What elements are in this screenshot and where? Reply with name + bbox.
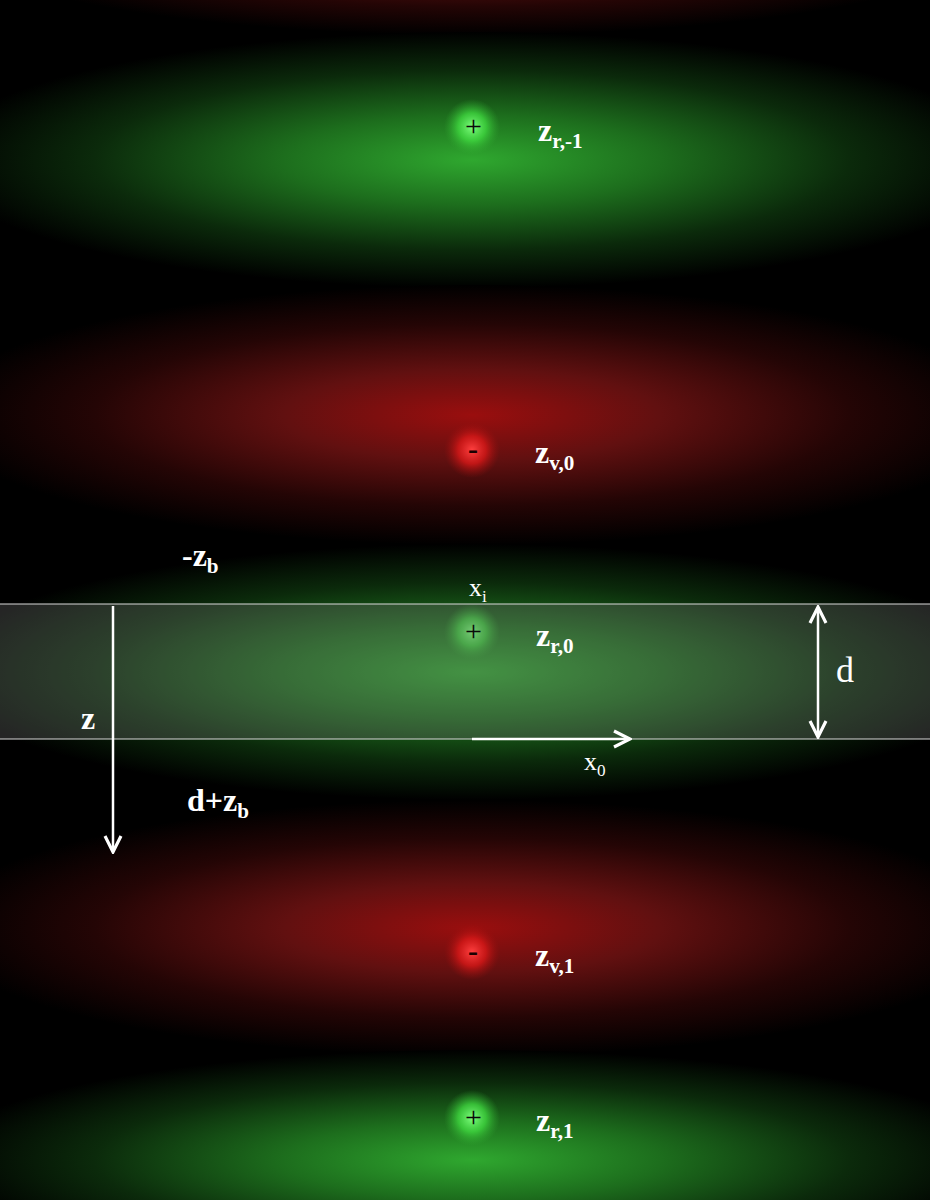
thickness-arrow <box>817 607 820 737</box>
slab-boundary <box>0 738 930 739</box>
green-glow <box>0 1050 930 1200</box>
axis-label: xi <box>469 575 487 601</box>
charge-sign: - <box>468 434 478 464</box>
x0-arrow <box>472 738 630 741</box>
thickness-label: d <box>836 652 854 688</box>
charge-sign: + <box>465 1102 482 1132</box>
source-core <box>444 1090 500 1146</box>
source-label: zr,1 <box>536 1104 573 1136</box>
axis-label: x0 <box>584 749 606 775</box>
charge-sign: - <box>468 936 478 966</box>
source-label: zv,0 <box>535 436 574 468</box>
green-glow <box>0 32 930 288</box>
red-glow <box>0 285 930 545</box>
source-label: zr,0 <box>536 619 573 651</box>
boundary-label: d+zb <box>187 784 249 816</box>
source-core <box>444 99 500 155</box>
charge-sign: + <box>465 111 482 141</box>
green-glow <box>0 544 930 800</box>
boundary-label: -zb <box>182 539 219 571</box>
source-label: zv,1 <box>535 939 574 971</box>
slab-boundary <box>0 603 930 604</box>
axis-label: z <box>81 702 95 734</box>
z-axis-arrow <box>112 606 115 852</box>
slab-band <box>0 604 930 739</box>
sink-core <box>444 924 500 980</box>
red-glow <box>0 0 930 35</box>
sink-core <box>444 422 500 478</box>
charge-sign: + <box>465 616 482 646</box>
red-glow <box>0 800 930 1056</box>
source-label: zr,-1 <box>538 114 583 146</box>
